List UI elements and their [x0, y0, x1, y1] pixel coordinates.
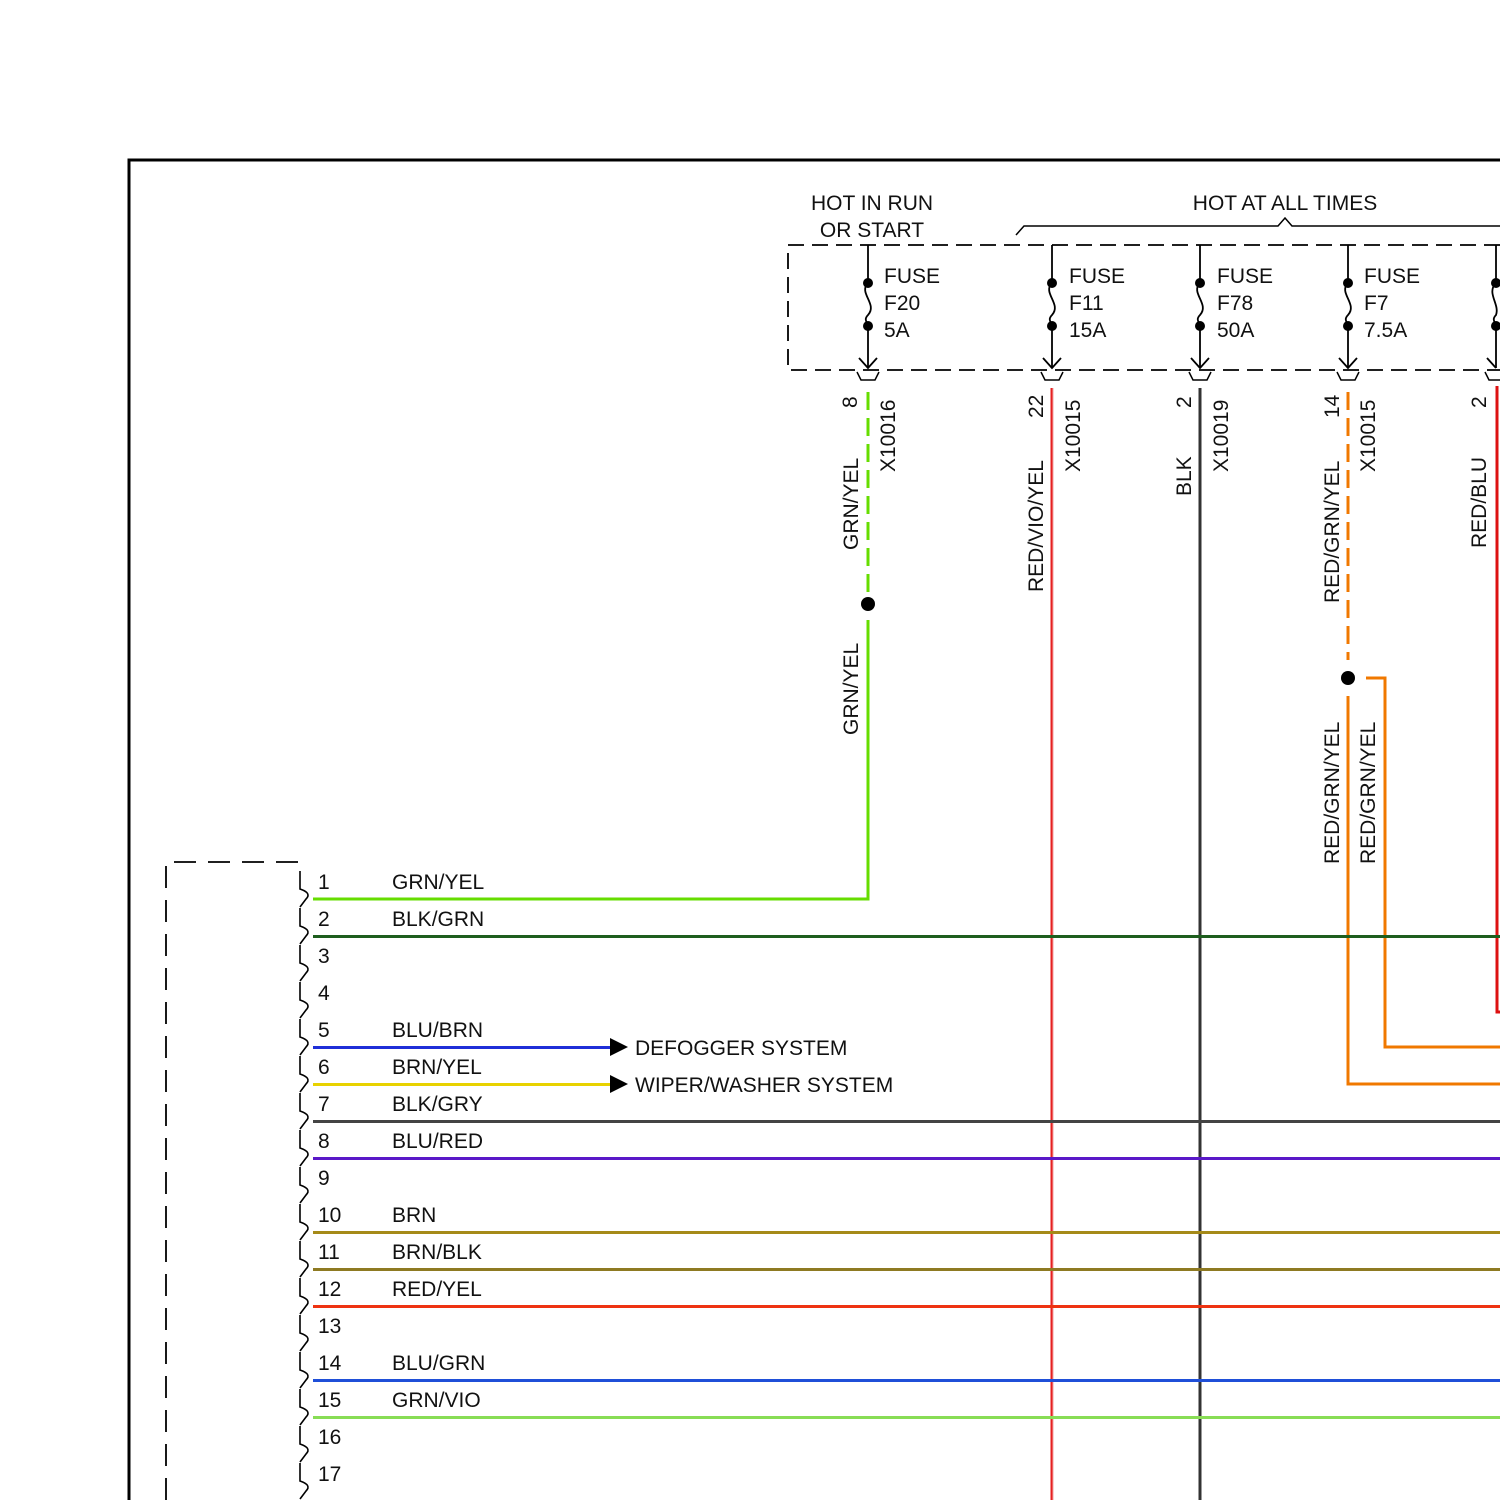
connector-pin-2: [300, 908, 308, 944]
pin-number-16: 16: [318, 1426, 341, 1449]
pin-number-3: 3: [318, 945, 330, 968]
connector-pin-10: [300, 1204, 308, 1240]
fuse-f78-rating: 50A: [1217, 319, 1254, 342]
fuse-f11-id: F11: [1069, 292, 1104, 315]
connector-label-x10015-b: X10015: [1357, 400, 1380, 472]
connector-pin-14: [300, 1352, 308, 1388]
connector-pin-3: [300, 945, 308, 981]
fuse-f78: FUSE F78 50A: [1189, 245, 1273, 380]
pin-wire-label-12: RED/YEL: [392, 1278, 482, 1301]
pin-number-6: 6: [318, 1056, 330, 1079]
pin-number-12: 12: [318, 1278, 341, 1301]
pin-label-edge-2: 2: [1468, 396, 1491, 408]
pin-label-x10015-14: 14: [1321, 394, 1344, 418]
connector-pin-11: [300, 1241, 308, 1277]
pin-label-x10016: 8: [839, 396, 862, 408]
pin-wire-label-6: BRN/YEL: [392, 1056, 482, 1079]
fuse-f20-rating: 5A: [884, 319, 910, 342]
connector-pin-8: [300, 1130, 308, 1166]
wire-label-red-vio-yel: RED/VIO/YEL: [1025, 460, 1048, 592]
fuse-f7-label: FUSE: [1364, 265, 1420, 288]
connector-pin-15: [300, 1389, 308, 1425]
defogger-arrow: [610, 1038, 628, 1056]
pin-wire-label-10: BRN: [392, 1204, 436, 1227]
connector-label-x10019: X10019: [1210, 400, 1233, 472]
connector-pin-16: [300, 1426, 308, 1462]
or-start-label: OR START: [820, 219, 924, 242]
connector-pin-4: [300, 982, 308, 1018]
wire-label-red-grn-yel-lower: RED/GRN/YEL: [1321, 722, 1344, 864]
fuse-f11-label: FUSE: [1069, 265, 1125, 288]
fuse-f20-id: F20: [884, 292, 920, 315]
pin-wire-label-15: GRN/VIO: [392, 1389, 481, 1412]
connector-pin-13: [300, 1315, 308, 1351]
pin-number-2: 2: [318, 908, 330, 931]
pin-number-7: 7: [318, 1093, 330, 1116]
connector-pin-7: [300, 1093, 308, 1129]
pin-number-13: 13: [318, 1315, 341, 1338]
wire-red-grn-yel-branch: [1366, 678, 1500, 1047]
fuse-f78-id: F78: [1217, 292, 1253, 315]
connector-label-x10015-a: X10015: [1062, 400, 1085, 472]
wire-label-red-grn-yel-branch: RED/GRN/YEL: [1357, 722, 1380, 864]
pin-wire-label-5: BLU/BRN: [392, 1019, 483, 1042]
pin-wire-label-14: BLU/GRN: [392, 1352, 485, 1375]
pin-number-8: 8: [318, 1130, 330, 1153]
splice-red-grn-yel: [1341, 671, 1355, 685]
fuse-f20-label: FUSE: [884, 265, 940, 288]
splice-grn-yel: [861, 597, 875, 611]
pin-label-x10019: 2: [1173, 396, 1196, 408]
connector-pin-12: [300, 1278, 308, 1314]
fuse-f7-rating: 7.5A: [1364, 319, 1407, 342]
wire-label-blk: BLK: [1173, 456, 1196, 496]
fuse-f11-rating: 15A: [1069, 319, 1106, 342]
wire-label-red-blu: RED/BLU: [1468, 457, 1491, 548]
connector-pin-6: [300, 1056, 308, 1092]
fuse-f20: FUSE F20 5A: [857, 245, 940, 380]
connector-pin-column: [300, 871, 308, 1499]
wiper-arrow: [610, 1075, 628, 1093]
pin-wire-label-2: BLK/GRN: [392, 908, 484, 931]
harness-wires: [313, 937, 1500, 1418]
pin-wire-label-1: GRN/YEL: [392, 871, 484, 894]
pin-number-10: 10: [318, 1204, 341, 1227]
fuse-f11: FUSE F11 15A: [1041, 245, 1125, 380]
fuse-partial-edge: [1485, 245, 1500, 380]
hot-in-run-label: HOT IN RUN: [811, 192, 933, 215]
fuse-f7: FUSE F7 7.5A: [1337, 245, 1420, 380]
pin-number-14: 14: [318, 1352, 342, 1375]
connector-pin-17: [300, 1463, 308, 1499]
connector-pin-labels: 1 GRN/YEL 2 BLK/GRN 3 4 5 BLU/BRN 6 BRN/YEL 7 BLK/G…: [318, 871, 485, 1486]
wire-label-red-grn-yel-upper: RED/GRN/YEL: [1321, 461, 1344, 603]
pin-number-5: 5: [318, 1019, 330, 1042]
pin-wire-label-7: BLK/GRY: [392, 1093, 483, 1116]
pin-wire-label-8: BLU/RED: [392, 1130, 483, 1153]
connector-label-x10016: X10016: [877, 400, 900, 472]
wire-label-grn-yel-upper: GRN/YEL: [840, 458, 863, 550]
connector-pin-9: [300, 1167, 308, 1203]
hot-at-all-times-bracket: [1016, 218, 1500, 235]
pin-label-x10015-22: 22: [1025, 395, 1048, 418]
pin-number-4: 4: [318, 982, 330, 1005]
wiper-washer-system-label: WIPER/WASHER SYSTEM: [635, 1074, 893, 1097]
pin-number-17: 17: [318, 1463, 341, 1486]
pin-number-1: 1: [318, 871, 330, 894]
connector-pin-5: [300, 1019, 308, 1055]
fuse-f78-label: FUSE: [1217, 265, 1273, 288]
defogger-system-label: DEFOGGER SYSTEM: [635, 1037, 847, 1060]
fuse-f7-id: F7: [1364, 292, 1389, 315]
pin-wire-label-11: BRN/BLK: [392, 1241, 482, 1264]
pin-number-9: 9: [318, 1167, 330, 1190]
hot-at-all-times-label: HOT AT ALL TIMES: [1193, 192, 1377, 215]
connector-pin-1: [300, 871, 308, 907]
wire-label-grn-yel-lower: GRN/YEL: [840, 643, 863, 735]
wire-grn-yel: [313, 620, 868, 899]
module-outline: [166, 862, 300, 1500]
pin-number-11: 11: [318, 1241, 340, 1264]
pin-number-15: 15: [318, 1389, 341, 1412]
